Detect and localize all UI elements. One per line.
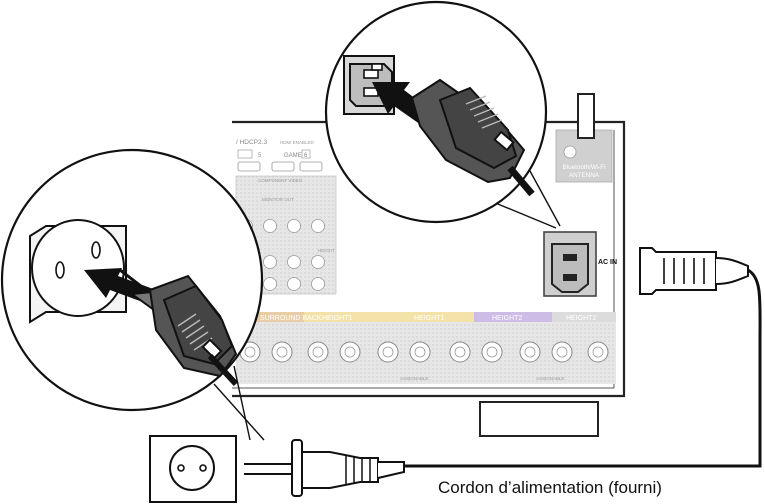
speaker-label-height2-r: HEIGHT2 [492, 315, 522, 322]
ac-inlet: AC IN [543, 231, 617, 297]
hdmi-port [237, 161, 261, 172]
height-label: HEIGHT [318, 248, 335, 253]
wall-plug [244, 439, 405, 497]
speaker-label-height1-l: HEIGHT1 [414, 315, 444, 322]
port-number: 5 [258, 153, 262, 159]
hdmi-enabled-label: HDMI ENABLED [280, 140, 315, 145]
game-number: 6 [304, 153, 308, 159]
power-cord [244, 247, 762, 497]
wifi-antenna: Bluetooth/Wi-Fi ANTENNA [555, 93, 613, 183]
power-cord-caption: Cordon d’alimentation (fourni) [438, 478, 662, 497]
speaker-label-surround-back: SURROUND BACK [260, 315, 322, 322]
speaker-label-height1-r: HEIGHT1 [322, 315, 352, 322]
hdcp-label: / HDCP2.3 [236, 139, 267, 146]
callout-wall-socket [0, 148, 264, 412]
wall-outlet [149, 435, 237, 503]
ac-in-label: AC IN [598, 259, 617, 266]
antenna-label-line2: ANTENNA [569, 172, 600, 179]
monitor-out-label: MONITOR OUT [262, 197, 294, 202]
game-label: GAME [284, 153, 302, 159]
hdmi-port [271, 161, 295, 172]
hdmi-port [299, 161, 323, 172]
component-video-label: COMPONENT VIDEO [258, 178, 303, 183]
receiver-foot [479, 401, 599, 437]
callout-ac-inlet [324, 0, 548, 224]
assignable-label: ASSIGNABLE [400, 376, 429, 381]
speaker-terminals: SURROUND BACK HEIGHT1 HEIGHT1 HEIGHT2 HE… [236, 312, 616, 384]
speaker-label-height2-l: HEIGHT2 [566, 315, 596, 322]
antenna-label-line1: Bluetooth/Wi-Fi [562, 164, 605, 171]
assignable-label: ASSIGNABLE [536, 376, 565, 381]
